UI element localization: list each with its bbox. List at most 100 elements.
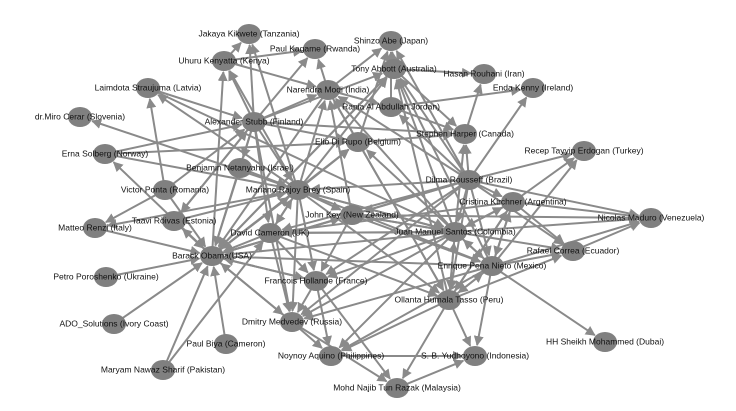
- node-kag[interactable]: [303, 39, 327, 59]
- node-oba[interactable]: [200, 246, 224, 266]
- edge-taa-raj: [173, 190, 287, 222]
- node-uhu[interactable]: [212, 51, 236, 71]
- edge-abb-rou: [393, 67, 472, 78]
- edge-mod-abe: [327, 47, 383, 91]
- node-label: Rafael Correa (Ecuador): [527, 245, 620, 255]
- edge-stu-har: [253, 121, 453, 138]
- node-label: Paul Kagame (Rwanda): [270, 43, 360, 53]
- edge-oba-raj: [211, 196, 290, 257]
- node-oll[interactable]: [437, 290, 461, 310]
- node-label: Erna Solberg (Norway): [62, 148, 149, 158]
- edge-san-abb: [396, 78, 456, 233]
- node-label: HH Sheikh Mohammed (Dubai): [546, 336, 664, 346]
- edge-dil-mad: [468, 179, 640, 219]
- node-aqu[interactable]: [319, 346, 343, 366]
- edge-stu-dir: [253, 121, 347, 143]
- edge-pon-lai: [146, 97, 166, 191]
- node-label: Dilma Rousseff (Brazil): [426, 174, 513, 184]
- node-label: Shinzo Abe (Japan): [354, 35, 428, 45]
- node-ran[interactable]: [379, 97, 403, 117]
- node-label: Benjamin Netanyahu (Israel): [186, 162, 294, 172]
- edge-stu-abb: [253, 72, 384, 123]
- node-label: Cristina Kirchner (Argentina): [459, 196, 566, 206]
- node-kik[interactable]: [237, 24, 261, 44]
- labels-layer: Jakaya Kikwete (Tanzania)Paul Kagame (Rw…: [35, 28, 705, 392]
- edge-dil-abe: [395, 50, 470, 181]
- node-label: Hasan Rouhani (Iran): [443, 68, 524, 78]
- node-label: Alexander Stubb (Finland): [205, 116, 304, 126]
- node-med[interactable]: [280, 312, 304, 332]
- node-label: Matteo Renzi (Italy): [58, 222, 132, 232]
- node-hol[interactable]: [304, 271, 328, 291]
- node-stu[interactable]: [242, 112, 266, 132]
- edge-dil-hol: [325, 179, 470, 276]
- edge-san-hol: [327, 231, 456, 279]
- node-pen[interactable]: [480, 256, 504, 276]
- node-cor[interactable]: [561, 241, 585, 261]
- edge-pen-erd: [491, 159, 578, 267]
- node-por[interactable]: [94, 267, 118, 287]
- node-label: Enda Kenny (Ireland): [493, 82, 573, 92]
- node-dil[interactable]: [457, 170, 481, 190]
- edge-uhu-mod: [223, 60, 317, 89]
- node-label: David Cameron (UK): [231, 227, 310, 237]
- node-label: Paul Biya (Cameron): [187, 338, 266, 348]
- edge-oba-med: [211, 255, 284, 316]
- edge-mod-oll: [327, 89, 445, 291]
- node-kir[interactable]: [501, 192, 525, 212]
- node-erd[interactable]: [572, 141, 596, 161]
- edge-dil-key: [363, 179, 470, 214]
- edge-san-mod: [335, 98, 456, 233]
- node-lai[interactable]: [136, 78, 160, 98]
- edge-san-dir: [366, 149, 456, 233]
- edge-oll-aqu: [341, 299, 450, 352]
- edge-stu-raj: [253, 121, 293, 182]
- node-mir[interactable]: [68, 107, 92, 127]
- edge-mod-oba: [217, 89, 329, 248]
- edge-stu-kag: [253, 57, 309, 123]
- node-dir[interactable]: [346, 132, 370, 152]
- node-shk[interactable]: [593, 332, 617, 352]
- node-biy[interactable]: [214, 334, 238, 354]
- node-mod[interactable]: [316, 80, 340, 100]
- node-pon[interactable]: [153, 180, 177, 200]
- edge-hol-aqu: [315, 280, 332, 347]
- node-rou[interactable]: [472, 64, 496, 84]
- edge-raj-oll: [297, 189, 441, 294]
- edge-cam-oll: [269, 232, 439, 298]
- node-ado[interactable]: [102, 314, 126, 334]
- edge-key-mod: [326, 99, 353, 216]
- nodes-layer: [68, 24, 663, 398]
- node-abb[interactable]: [382, 59, 406, 79]
- node-san[interactable]: [443, 222, 467, 242]
- node-label: Francois Hollande (France): [265, 275, 368, 285]
- node-raj[interactable]: [286, 180, 310, 200]
- node-ren[interactable]: [83, 218, 107, 238]
- node-label: ADO_Solutions (Ivory Coast): [59, 318, 168, 328]
- node-label: Victor Ponta (Romania): [121, 184, 209, 194]
- node-key[interactable]: [340, 205, 364, 225]
- node-label: Mariano Rajoy Brey (Spain): [246, 184, 351, 194]
- edge-ern-dir: [104, 138, 346, 155]
- node-yud[interactable]: [463, 346, 487, 366]
- edge-raj-mod: [297, 99, 328, 191]
- node-label: Laimdota Straujuma (Latvia): [95, 82, 202, 92]
- edge-raj-mir: [91, 119, 299, 191]
- edge-uhu-kag: [223, 46, 304, 62]
- edge-hol-naj: [315, 280, 391, 380]
- node-ern[interactable]: [93, 144, 117, 164]
- node-ken[interactable]: [521, 78, 545, 98]
- node-abe[interactable]: [379, 31, 403, 51]
- node-mar[interactable]: [151, 360, 175, 380]
- node-naj[interactable]: [385, 378, 409, 398]
- node-taa[interactable]: [162, 211, 186, 231]
- node-label: Rania Al Abdullah Jordan): [342, 101, 440, 111]
- node-cam[interactable]: [258, 223, 282, 243]
- edge-cam-san: [269, 227, 443, 238]
- node-net[interactable]: [228, 158, 252, 178]
- node-label: Noynoy Aquino (Philippines): [278, 350, 384, 360]
- node-har[interactable]: [453, 124, 477, 144]
- edge-dil-abb: [399, 77, 470, 181]
- node-mad[interactable]: [639, 208, 663, 228]
